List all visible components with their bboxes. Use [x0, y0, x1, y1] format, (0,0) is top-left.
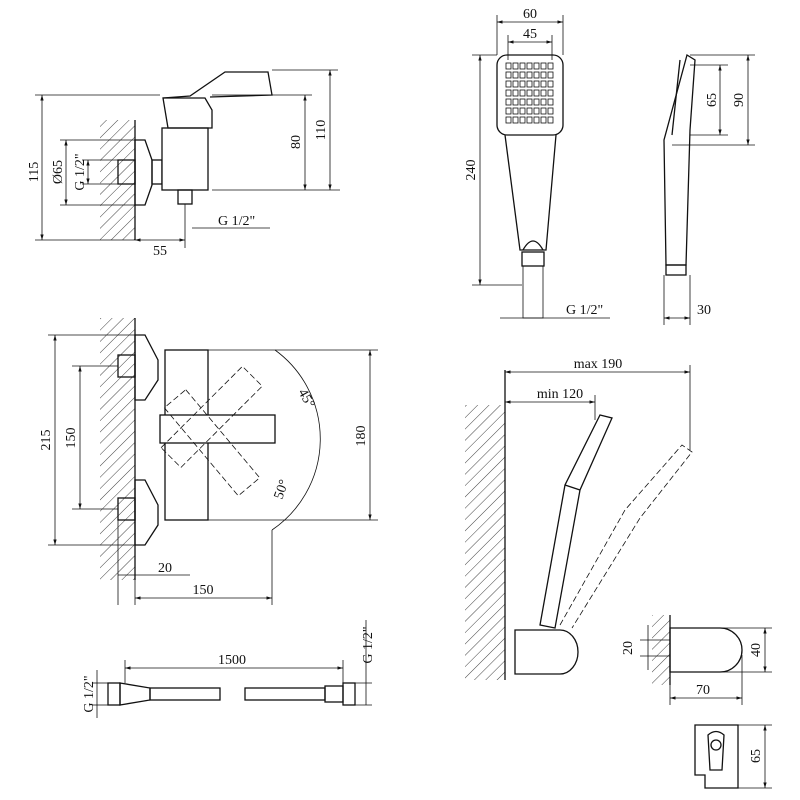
dim-diameter-65: Ø65 — [51, 160, 66, 184]
nozzle — [526, 98, 533, 106]
nozzle — [547, 107, 554, 115]
nozzle — [505, 80, 512, 88]
dim-55: 55 — [153, 244, 167, 259]
nozzle — [505, 89, 512, 97]
nozzle — [533, 89, 540, 97]
nozzle — [547, 80, 554, 88]
nozzle — [533, 80, 540, 88]
dim-215: 215 — [39, 430, 54, 451]
holder-side-view: 20 40 70 — [621, 615, 772, 705]
dim-150-projection: 150 — [193, 583, 214, 598]
dim-65: 65 — [705, 93, 720, 107]
dim-20: 20 — [158, 561, 172, 576]
nozzle — [512, 80, 519, 88]
nozzle — [519, 89, 526, 97]
nozzle — [540, 80, 547, 88]
nozzle — [526, 62, 533, 70]
nozzle — [533, 107, 540, 115]
hand-shower-side-view: 65 90 30 — [663, 53, 755, 325]
nozzle — [540, 71, 547, 79]
nozzle — [512, 89, 519, 97]
angle-45: 45° — [295, 387, 318, 411]
dim-80: 80 — [289, 135, 304, 149]
nozzle — [519, 71, 526, 79]
nozzle — [512, 98, 519, 106]
mixer-front-view: 45° 50° 215 150 180 20 150 — [39, 318, 378, 605]
dim-150-spacing: 150 — [64, 428, 79, 449]
nozzle — [519, 116, 526, 124]
shower-holder-install-view: max 190 min 120 — [465, 357, 693, 680]
dim-thread: G 1/2" — [566, 303, 603, 318]
dim-65-holder: 65 — [749, 749, 764, 763]
angle-50: 50° — [272, 478, 293, 502]
nozzle — [526, 80, 533, 88]
dim-outlet-thread: G 1/2" — [218, 214, 255, 229]
nozzle — [526, 71, 533, 79]
nozzle — [540, 107, 547, 115]
dim-40: 40 — [749, 643, 764, 657]
dim-20-pins: 20 — [621, 641, 636, 655]
holder-front-view: 65 — [694, 724, 772, 789]
nozzle — [519, 107, 526, 115]
dim-inlet-thread: G 1/2" — [73, 153, 88, 190]
nozzle — [505, 62, 512, 70]
dim-max-190: max 190 — [574, 357, 623, 372]
dim-240: 240 — [464, 160, 479, 181]
nozzle — [526, 89, 533, 97]
nozzle — [547, 116, 554, 124]
nozzle — [547, 98, 554, 106]
nozzle — [533, 116, 540, 124]
dim-30: 30 — [697, 303, 711, 318]
nozzle — [505, 98, 512, 106]
shower-hose-view: 1500 G 1/2" G 1/2" — [82, 620, 376, 718]
dim-1500: 1500 — [218, 653, 246, 668]
nozzle — [547, 71, 554, 79]
nozzle — [547, 89, 554, 97]
nozzle — [526, 116, 533, 124]
nozzle — [512, 62, 519, 70]
nozzle — [540, 89, 547, 97]
dim-min-120: min 120 — [537, 387, 583, 402]
nozzle — [540, 98, 547, 106]
nozzle — [547, 62, 554, 70]
nozzle — [519, 62, 526, 70]
nozzle — [505, 107, 512, 115]
dim-hose-thread-left: G 1/2" — [82, 675, 97, 712]
dim-45: 45 — [523, 27, 537, 42]
hand-shower-front-view: 60 45 240 G 1/2" — [464, 7, 610, 319]
nozzle — [519, 98, 526, 106]
nozzle — [512, 107, 519, 115]
dim-hose-thread-right: G 1/2" — [361, 626, 376, 663]
nozzle — [540, 62, 547, 70]
nozzle — [540, 116, 547, 124]
spray-nozzles — [505, 62, 554, 124]
nozzle — [533, 62, 540, 70]
dim-115: 115 — [27, 162, 42, 182]
nozzle — [512, 116, 519, 124]
nozzle — [526, 107, 533, 115]
nozzle — [533, 98, 540, 106]
dim-90: 90 — [732, 93, 747, 107]
nozzle — [505, 71, 512, 79]
dim-70: 70 — [696, 683, 710, 698]
dim-180: 180 — [354, 426, 369, 447]
nozzle — [505, 116, 512, 124]
dim-60: 60 — [523, 7, 537, 22]
nozzle — [512, 71, 519, 79]
nozzle — [519, 80, 526, 88]
mixer-side-view: 115 Ø65 G 1/2" 80 110 55 G 1/2" — [27, 69, 340, 259]
dim-110: 110 — [314, 120, 329, 140]
nozzle — [533, 71, 540, 79]
